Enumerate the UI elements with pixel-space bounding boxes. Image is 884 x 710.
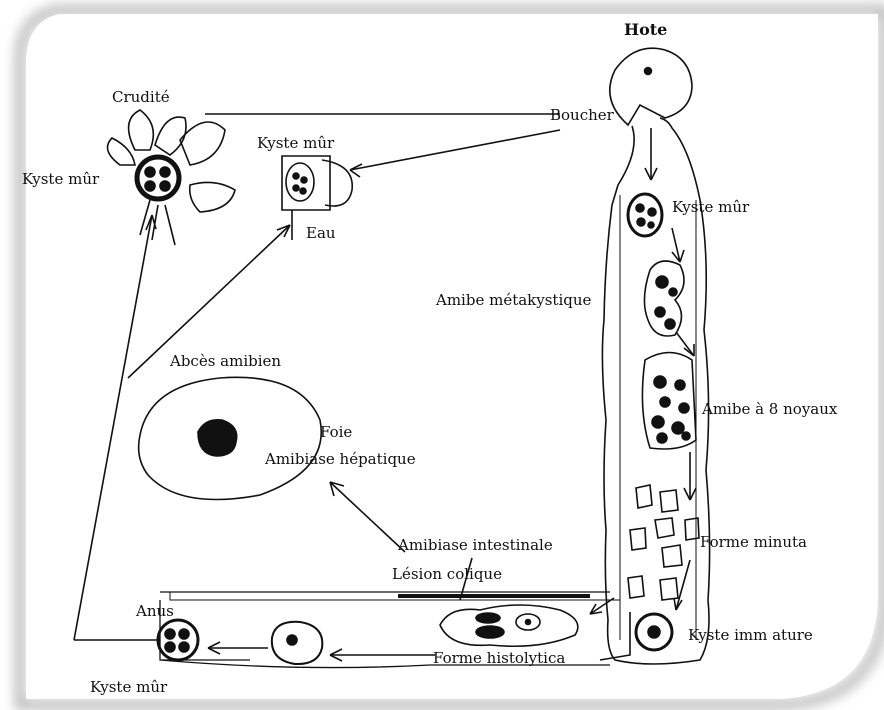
- intestine-forms: [628, 194, 699, 650]
- label-amibiase-intestinale: Amibiase intestinale: [398, 538, 553, 553]
- liver-icon: [139, 377, 322, 499]
- label-kyste-mur-intestin: Kyste mûr: [672, 200, 749, 215]
- label-kyste-mur-anus: Kyste mûr: [90, 680, 167, 695]
- label-foie: Foie: [320, 425, 352, 440]
- label-eau: Eau: [306, 226, 336, 241]
- label-kyste-mur-eau: Kyste mûr: [257, 136, 334, 151]
- label-lesion-colique: Lésion colique: [392, 567, 502, 582]
- label-forme-histolytica: Forme histolytica: [433, 651, 565, 666]
- host-head-icon: [610, 48, 692, 125]
- label-hote: Hote: [624, 22, 667, 38]
- label-amibe-8-noyaux: Amibe à 8 noyaux: [702, 402, 837, 417]
- label-amibiase-hepatique: Amibiase hépatique: [265, 452, 416, 467]
- label-boucher: Boucher: [550, 108, 614, 123]
- label-amibe-metakystique: Amibe métakystique: [436, 293, 591, 308]
- label-anus: Anus: [136, 604, 174, 619]
- label-crudite: Crudité: [112, 90, 170, 105]
- host-intestine-icon: [160, 118, 710, 668]
- label-kyste-immature: Kyste imm ature: [688, 628, 813, 643]
- label-forme-minuta: Forme minuta: [700, 535, 807, 550]
- crudite-vegetable-icon: [108, 110, 236, 245]
- label-abces-amibien: Abcès amibien: [170, 354, 281, 369]
- label-kyste-mur-crudite: Kyste mûr: [22, 172, 99, 187]
